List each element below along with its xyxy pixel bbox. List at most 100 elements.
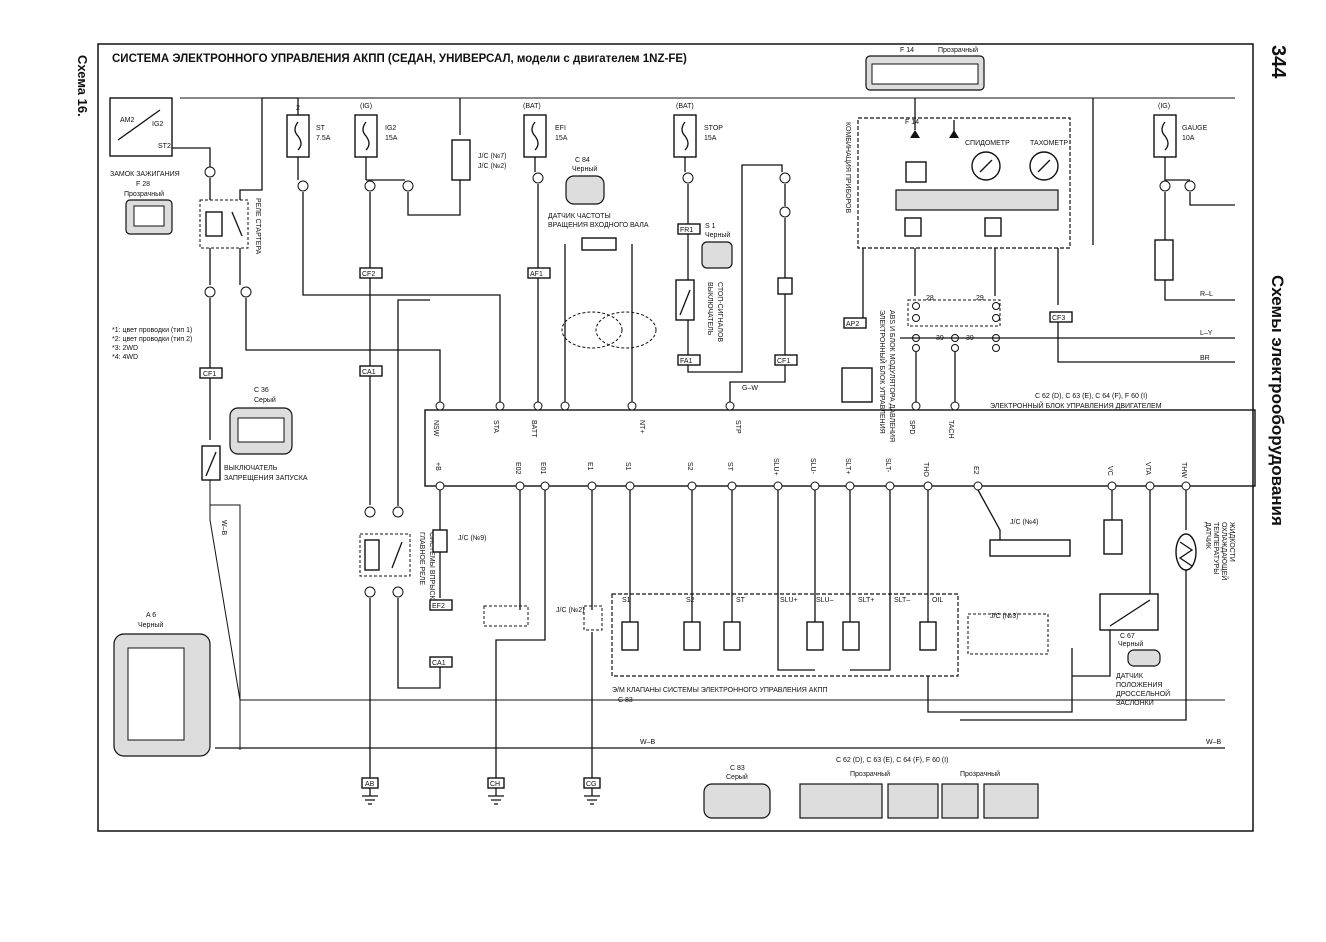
svg-text:ВРАЩЕНИЯ ВХОДНОГО ВАЛА: ВРАЩЕНИЯ ВХОДНОГО ВАЛА — [548, 222, 649, 229]
svg-text:ОХЛАЖДАЮЩЕЙ: ОХЛАЖДАЮЩЕЙ — [1220, 522, 1229, 580]
svg-text:ДАТЧИК ЧАСТОТЫ: ДАТЧИК ЧАСТОТЫ — [548, 213, 611, 220]
svg-text:THW: THW — [1180, 462, 1187, 478]
svg-text:SLT-: SLT- — [884, 458, 891, 473]
svg-text:S 1: S 1 — [705, 223, 716, 230]
svg-text:ТЕМПЕРАТУРЫ: ТЕМПЕРАТУРЫ — [1212, 522, 1219, 574]
svg-text:AM2: AM2 — [120, 117, 135, 124]
junction-cf2 — [359, 267, 383, 279]
junction-ca1b — [429, 656, 453, 668]
svg-text:SLU+: SLU+ — [772, 458, 779, 476]
ground-cg: CG — [583, 777, 601, 805]
svg-text:CF2: CF2 — [362, 271, 375, 278]
svg-text:F 14: F 14 — [900, 47, 914, 54]
svg-text:Прозрачный: Прозрачный — [938, 46, 978, 54]
svg-text:C 62 (D), C 63 (E), C 64 (F),: C 62 (D), C 63 (E), C 64 (F), F 60 (I) — [1035, 393, 1147, 400]
svg-text:CF3: CF3 — [1052, 315, 1065, 322]
svg-text:2: 2 — [296, 105, 300, 112]
c83-connector: C 83 Серый — [703, 765, 771, 819]
stop-lamp-switch: S 1 Черный ВЫКЛЮЧАТЕЛЬ СТОП-СИГНАЛОВ — [675, 223, 733, 342]
svg-text:W–B: W–B — [220, 520, 227, 536]
svg-text:CA1: CA1 — [362, 369, 376, 376]
svg-text:E02: E02 — [514, 462, 521, 475]
svg-text:J/C (№7): J/C (№7) — [478, 153, 507, 160]
fuse-st: ST 7.5A 2 — [286, 105, 331, 158]
svg-text:C 83: C 83 — [618, 697, 633, 704]
svg-text:ДРОССЕЛЬНОЙ: ДРОССЕЛЬНОЙ — [1116, 689, 1170, 698]
svg-text:J/C (№9): J/C (№9) — [458, 535, 487, 542]
ignition-switch-label: ЗАМОК ЗАЖИГАНИЯ — [110, 171, 180, 178]
svg-text:ЗАПРЕЩЕНИЯ ЗАПУСКА: ЗАПРЕЩЕНИЯ ЗАПУСКА — [224, 475, 308, 482]
svg-text:ГЛАВНОЕ РЕЛЕ: ГЛАВНОЕ РЕЛЕ — [418, 532, 425, 585]
svg-text:A 6: A 6 — [146, 612, 156, 619]
f14-connector: F 14 Прозрачный — [865, 46, 985, 91]
svg-text:ЗАСЛОНКИ: ЗАСЛОНКИ — [1116, 700, 1154, 707]
svg-text:10A: 10A — [1182, 135, 1195, 142]
svg-text:FA1: FA1 — [680, 358, 693, 365]
section-title: Схемы электрооборудования — [1268, 275, 1287, 526]
svg-text:C 83: C 83 — [730, 765, 745, 772]
engine-ecu: ЭЛЕКТРОННЫЙ БЛОК УПРАВЛЕНИЯ ДВИГАТЕЛЕМ C… — [424, 393, 1256, 487]
svg-text:G–W: G–W — [742, 385, 758, 392]
start-inhibit-switch: C 36 Серый ВЫКЛЮЧАТЕЛЬ ЗАПРЕЩЕНИЯ ЗАПУСК… — [201, 387, 308, 482]
ground-ab: AB — [361, 777, 379, 805]
svg-text:ДАТЧИК: ДАТЧИК — [1116, 673, 1144, 680]
fuse-gauge: (IG) GAUGE 10A — [1153, 103, 1208, 158]
jc7-block: J/C (№7) J/C (№2) — [451, 98, 507, 181]
svg-text:F 28: F 28 — [136, 181, 150, 188]
svg-text:BR: BR — [1200, 355, 1210, 362]
svg-text:Прозрачный: Прозрачный — [960, 770, 1000, 778]
junction-fr1 — [677, 223, 701, 235]
svg-text:СТОП-СИГНАЛОВ: СТОП-СИГНАЛОВ — [716, 282, 723, 342]
svg-text:ST: ST — [736, 597, 746, 604]
svg-text:Серый: Серый — [254, 396, 276, 404]
svg-text:29: 29 — [976, 295, 984, 302]
c64-connector-icon — [941, 783, 979, 819]
junction-cf1b — [774, 354, 798, 366]
svg-text:SLT+: SLT+ — [844, 458, 851, 474]
throttle-position-sensor: C 67 Черный ДАТЧИК ПОЛОЖЕНИЯ ДРОССЕЛЬНОЙ… — [1099, 593, 1170, 707]
fuse-ig2: (IG) IG2 15A — [354, 103, 398, 158]
input-speed-connector-icon — [565, 175, 605, 205]
svg-text:(IG): (IG) — [360, 103, 372, 110]
svg-text:Черный: Черный — [705, 231, 730, 239]
svg-text:EFI: EFI — [555, 125, 566, 132]
svg-text:R–L: R–L — [1200, 291, 1213, 298]
svg-text:CF1: CF1 — [203, 371, 216, 378]
ecu-top-pins: NSW STA BATT NT+ STP SPD TACH — [432, 401, 960, 439]
svg-text:28: 28 — [926, 295, 934, 302]
svg-text:S1: S1 — [622, 597, 631, 604]
svg-text:TACH: TACH — [947, 420, 954, 439]
starter-relay: РЕЛЕ СТАРТЕРА — [199, 198, 261, 255]
svg-text:S2: S2 — [686, 462, 693, 471]
svg-text:15A: 15A — [385, 135, 398, 142]
svg-text:AB: AB — [365, 781, 375, 788]
ecu-bottom-pins: +B E02 E01 E1 S1 S2 ST SLU+ SLU- SLT+ SL… — [434, 458, 1191, 491]
ignition-switch: AM2 IG2 ST2 ЗАМОК ЗАЖИГАНИЯ F 28 Прозрач… — [109, 97, 180, 235]
tachometer-label: ТАХОМЕТР — [1030, 140, 1068, 147]
c62-connector-icon — [799, 783, 883, 819]
junction-ca1 — [359, 365, 383, 377]
svg-text:CH: CH — [490, 781, 500, 788]
svg-text:STP: STP — [734, 420, 741, 434]
svg-text:ЭЛЕКТРОННЫЙ БЛОК УПРАВЛЕНИЯ: ЭЛЕКТРОННЫЙ БЛОК УПРАВЛЕНИЯ — [878, 310, 887, 434]
svg-text:*3: 2WD: *3: 2WD — [112, 345, 138, 352]
svg-text:L–Y: L–Y — [1200, 330, 1213, 337]
svg-text:VC: VC — [1106, 466, 1113, 476]
svg-text:Черный: Черный — [138, 621, 163, 629]
svg-text:Прозрачный: Прозрачный — [124, 190, 164, 198]
svg-text:ВЫКЛЮЧАТЕЛЬ: ВЫКЛЮЧАТЕЛЬ — [224, 465, 278, 472]
diagram-title: СИСТЕМА ЭЛЕКТРОННОГО УПРАВЛЕНИЯ АКПП (СЕ… — [112, 53, 687, 65]
input-speed-sensor: C 84 Черный ДАТЧИК ЧАСТОТЫ ВРАЩЕНИЯ ВХОД… — [548, 157, 657, 349]
svg-text:IG2: IG2 — [152, 121, 163, 128]
svg-text:S1: S1 — [624, 462, 631, 471]
junction-af1 — [527, 267, 551, 279]
c83-connector-icon — [703, 783, 771, 819]
abs-ecu: ЭЛЕКТРОННЫЙ БЛОК УПРАВЛЕНИЯ ABS И БЛОК М… — [841, 310, 895, 442]
scheme-label: Схема 16. — [75, 55, 90, 117]
svg-text:STOP: STOP — [704, 125, 723, 132]
svg-text:*4: 4WD: *4: 4WD — [112, 354, 138, 361]
junction-cf1 — [199, 367, 223, 379]
svg-text:SLT–: SLT– — [894, 597, 910, 604]
solenoid-block: Э/М КЛАПАНЫ СИСТЕМЫ ЭЛЕКТРОННОГО УПРАВЛЕ… — [611, 593, 959, 704]
